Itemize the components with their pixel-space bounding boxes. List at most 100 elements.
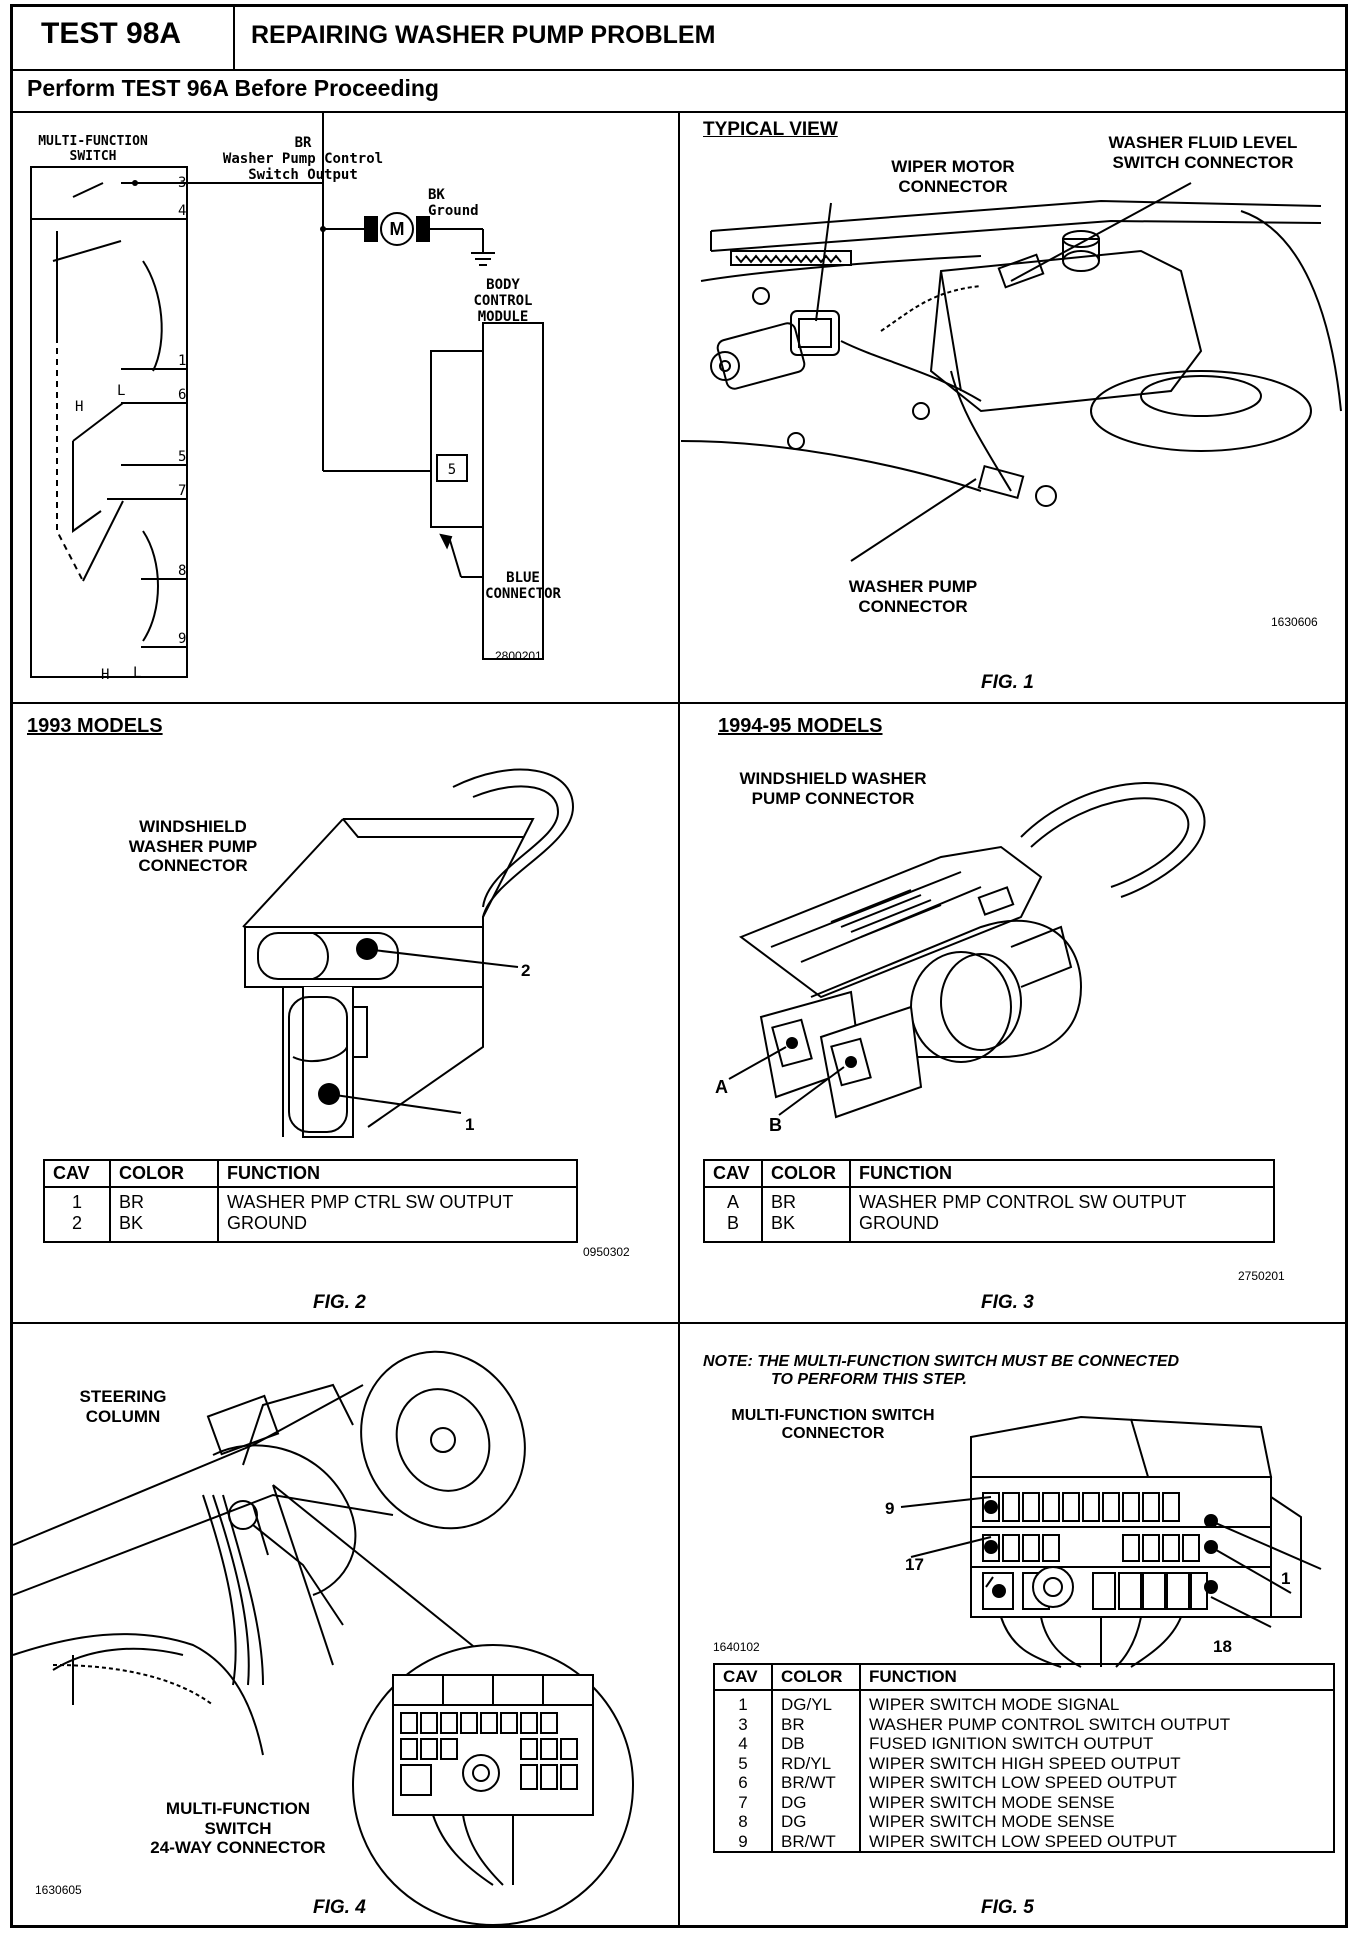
fig5-callout: 17 — [905, 1555, 924, 1574]
fig5-note-2: TO PERFORM THIS STEP. — [771, 1371, 967, 1389]
cell-color: BR — [109, 1187, 218, 1213]
pin-label: 7 — [178, 483, 187, 499]
schematic-drawing: M 5 — [30, 111, 544, 678]
fig5-callout: 18 — [1213, 1637, 1232, 1656]
fig3-title: 1994-95 MODELS — [718, 715, 883, 737]
fig5-connector-drawing — [900, 1415, 1322, 1668]
cell-cav: 7 — [738, 1792, 748, 1812]
cell-color: BR — [761, 1187, 850, 1213]
fig2-label-3: CONNECTOR — [138, 856, 248, 876]
cell-color: DG/YL — [771, 1690, 860, 1715]
table-row: 2 BK GROUND — [44, 1212, 577, 1243]
pin-label: 1 — [178, 353, 187, 369]
bcm-pin-label: 5 — [448, 462, 456, 478]
col-header: FUNCTION — [849, 1160, 1274, 1188]
pin-label: 3 — [178, 175, 187, 191]
cell-function: WIPER SWITCH HIGH SPEED OUTPUT — [859, 1753, 1334, 1774]
fig5-caption: FIG. 5 — [981, 1897, 1034, 1918]
cell-function: WIPER SWITCH MODE SENSE — [859, 1792, 1334, 1813]
bcm-label-2: CONTROL — [473, 293, 533, 310]
fluid-level-label-2: SWITCH CONNECTOR — [1112, 152, 1294, 172]
cell-color: DG — [771, 1812, 860, 1832]
cell-color: BR/WT — [771, 1831, 860, 1853]
fig3-label-2: PUMP CONNECTOR — [751, 788, 915, 808]
wiper-motor-label-1: WIPER MOTOR — [891, 157, 1015, 176]
table-row: 1 BR WASHER PMP CTRL SW OUTPUT — [44, 1187, 577, 1213]
pin-label: 4 — [178, 203, 187, 219]
col-header: COLOR — [109, 1160, 218, 1188]
cell-function: WASHER PMP CONTROL SW OUTPUT — [849, 1187, 1274, 1213]
switch-label-2: SWITCH — [69, 148, 117, 164]
cell-function: WIPER SWITCH MODE SIGNAL — [859, 1690, 1334, 1715]
grid-divider-1 — [13, 702, 1345, 704]
engine-bay-illustration — [680, 182, 1342, 562]
pump-connector-label-1: WASHER PUMP — [848, 577, 978, 596]
cell-cav: 6 — [738, 1773, 748, 1793]
cell-cav: 8 — [738, 1812, 748, 1832]
bcm-label-3: MODULE — [477, 309, 529, 326]
steering-label-2: COLUMN — [85, 1406, 161, 1426]
blue-connector-1: BLUE — [506, 570, 540, 586]
table-row: B BK GROUND — [704, 1212, 1274, 1243]
fig1-title: TYPICAL VIEW — [703, 119, 838, 140]
grid-divider-2 — [13, 1322, 1345, 1324]
col-header: COLOR — [771, 1664, 860, 1691]
cell-cav: 9 — [738, 1831, 748, 1851]
fig2-label-1: WINDSHIELD — [139, 817, 247, 836]
fig3-code: 2750201 — [1238, 1269, 1285, 1283]
fig3-connector-drawing — [728, 782, 1206, 1119]
cell-color: BR/WT — [771, 1773, 860, 1793]
pin-label: 8 — [178, 563, 187, 579]
cell-function: FUSED IGNITION SWITCH OUTPUT — [859, 1734, 1334, 1754]
fig5-callout: 9 — [885, 1499, 895, 1518]
cell-cav: 5 — [738, 1753, 748, 1773]
blue-connector-2: CONNECTOR — [485, 586, 561, 603]
h-label: H — [101, 667, 110, 683]
motor-symbol: M — [390, 219, 405, 239]
wire-desc-2: Switch Output — [248, 167, 358, 184]
grid-divider-vertical — [678, 111, 680, 1928]
col-header: CAV — [714, 1664, 772, 1691]
page-subtitle: Perform TEST 96A Before Proceeding — [27, 75, 439, 101]
fluid-level-label-1: WASHER FLUID LEVEL — [1108, 133, 1298, 152]
switch-label-1: MULTI-FUNCTION — [38, 134, 148, 149]
cell-color: RD/YL — [771, 1753, 860, 1774]
bcm-label-1: BODY — [486, 277, 520, 293]
subheader-row: Perform TEST 96A Before Proceeding — [13, 69, 1345, 113]
cell-cav: 1 — [71, 1192, 82, 1212]
ground-color-label: BK — [428, 187, 445, 203]
steering-column-illustration — [12, 1350, 634, 1926]
fig3-label-1: WINDSHIELD WASHER — [739, 769, 927, 788]
pin-label: 5 — [178, 449, 187, 465]
fig5-mfs-label-1: MULTI-FUNCTION SWITCH — [731, 1407, 935, 1424]
fig3-table: CAV COLOR FUNCTION A BR WASHER PMP CONTR… — [703, 1159, 1275, 1244]
pin-label: 6 — [178, 387, 187, 403]
fig4-caption: FIG. 4 — [313, 1897, 366, 1918]
test-id: TEST 98A — [41, 17, 182, 50]
col-header: COLOR — [761, 1160, 850, 1188]
cell-function: GROUND — [217, 1212, 577, 1243]
cell-function: WASHER PUMP CONTROL SWITCH OUTPUT — [859, 1714, 1334, 1735]
pump-connector-label-2: CONNECTOR — [858, 596, 968, 616]
cell-function: WIPER SWITCH MODE SENSE — [859, 1812, 1334, 1832]
cell-function: WIPER SWITCH LOW SPEED OUTPUT — [859, 1831, 1334, 1853]
fig1-caption: FIG. 1 — [981, 672, 1034, 693]
page-title: REPAIRING WASHER PUMP PROBLEM — [251, 21, 716, 49]
cell-cav: B — [726, 1212, 739, 1233]
fig5-callout: 1 — [1281, 1569, 1291, 1588]
fig5-mfs-label-2: CONNECTOR — [781, 1425, 885, 1443]
fig2-callout-2: 2 — [521, 961, 531, 980]
col-header: FUNCTION — [217, 1160, 577, 1188]
fig2-callout-1: 1 — [465, 1115, 475, 1134]
cell-color: BK — [761, 1212, 850, 1243]
pin-label: 9 — [178, 631, 187, 647]
cell-function: GROUND — [849, 1212, 1274, 1243]
steering-label-1: STEERING — [79, 1387, 167, 1406]
fig4-mfs-label-2: SWITCH — [204, 1818, 272, 1838]
